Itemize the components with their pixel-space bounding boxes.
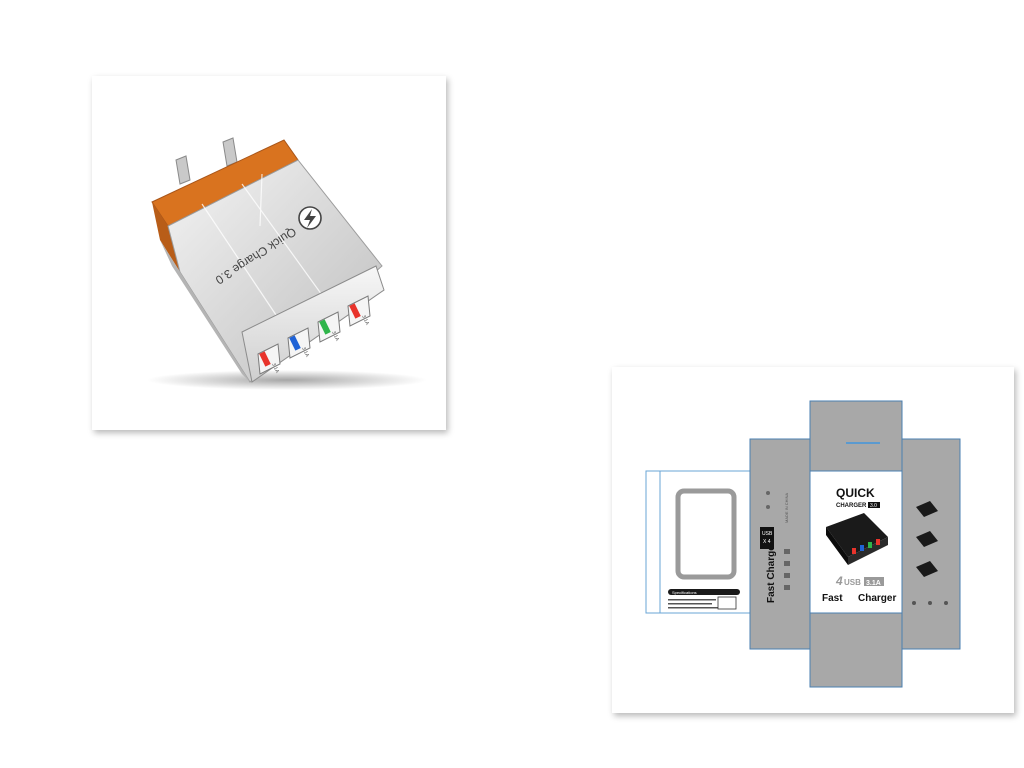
port-led-green (319, 319, 331, 335)
logo-title: QUICK (836, 486, 875, 500)
packaging-dieline: Specifications Fast Charger USB X 4 MADE… (645, 400, 961, 688)
plug-prongs (175, 137, 238, 185)
usb-count-line1: USB (762, 531, 773, 537)
front-line1-mid: USB (844, 578, 861, 587)
front-line2b: Charger (858, 593, 896, 604)
made-in-label: MADE IN CHINA (784, 492, 789, 523)
floor-shadow (147, 370, 427, 390)
usb-charger-illustration: Quick Charge 3.0 3.1A3.1A3.1A3.1A (147, 137, 427, 390)
port-rating-label: 3.1A (360, 314, 370, 326)
port-rating-label: 3.1A (300, 346, 310, 358)
window-cutout (675, 488, 737, 580)
usb-ports: 3.1A 3.1A 3.1A 3.1A (257, 295, 371, 375)
logo-subtitle: CHARGER (836, 503, 867, 509)
spec-lines (668, 599, 718, 609)
spec-bar (668, 589, 740, 595)
usb-port (347, 295, 371, 327)
side-title: Fast Charger (766, 541, 777, 603)
right-panel-chargers (916, 501, 938, 577)
logo-badge: 3.0 (870, 503, 877, 509)
usb-port (257, 343, 281, 375)
port-rating-label: 3.1A (330, 330, 340, 342)
port-led-blue (289, 335, 301, 351)
usb-count-line2: X 4 (763, 539, 771, 545)
box-charger-render (826, 513, 888, 565)
front-line1-badge: 3.1A (866, 580, 881, 587)
port-rating-label: 3.1A (270, 362, 280, 374)
spec-title: Specifications (672, 590, 697, 595)
usb-count-badge (760, 527, 774, 549)
right-panel-icons (912, 601, 948, 605)
front-line2: Fast (822, 593, 843, 604)
usb-port (287, 327, 311, 359)
usb-port (317, 311, 341, 343)
front-line1-prefix: 4 (835, 574, 843, 588)
cert-icons (766, 491, 790, 590)
port-led-red (259, 351, 271, 367)
packaging-dieline-card: Specifications Fast Charger USB X 4 MADE… (612, 367, 1014, 713)
port-led-red (349, 303, 361, 319)
lightning-icon (298, 206, 322, 230)
